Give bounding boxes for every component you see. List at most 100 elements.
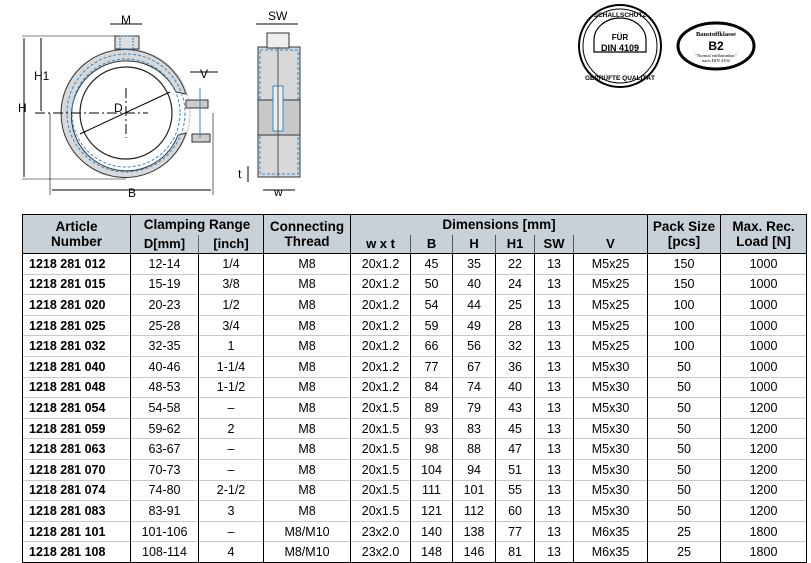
header-d-mm: D[mm] bbox=[130, 234, 199, 254]
cell-pack-size: 50 bbox=[647, 356, 722, 378]
cell-max-load: 1200 bbox=[720, 438, 808, 460]
cell-article-number: 1218 281 101 bbox=[22, 521, 131, 542]
cell-dim-sw: 13 bbox=[534, 253, 575, 275]
cell-dim-h1: 28 bbox=[495, 315, 536, 336]
cell-article-number: 1218 281 025 bbox=[22, 315, 131, 336]
cell-clamping-inch: 3 bbox=[197, 500, 265, 522]
header-b: B bbox=[410, 234, 453, 254]
svg-text:nach DIN 4102: nach DIN 4102 bbox=[702, 58, 730, 63]
cell-dim-sw: 13 bbox=[534, 294, 575, 316]
cell-dim-b: 54 bbox=[410, 294, 454, 316]
dim-label-d: D bbox=[114, 101, 123, 115]
cell-pack-size: 50 bbox=[647, 480, 722, 501]
cell-clamping-inch: 3/8 bbox=[197, 274, 265, 295]
cell-dim-h: 83 bbox=[452, 418, 497, 439]
cell-dim-b: 84 bbox=[410, 377, 454, 398]
cell-clamping-d-mm: 15-19 bbox=[130, 274, 199, 295]
cell-dim-b: 66 bbox=[410, 335, 454, 357]
cell-connecting-thread: M8 bbox=[263, 315, 352, 336]
cell-dim-wxt: 20x1.2 bbox=[350, 335, 412, 357]
cell-connecting-thread: M8 bbox=[263, 459, 352, 481]
cell-connecting-thread: M8 bbox=[263, 500, 352, 522]
cell-dim-h: 74 bbox=[452, 377, 497, 398]
cell-clamping-d-mm: 59-62 bbox=[130, 418, 199, 439]
cell-dim-sw: 13 bbox=[534, 521, 575, 542]
cell-clamping-d-mm: 12-14 bbox=[130, 253, 199, 275]
schallschutz-seal: FÜR DIN 4109 SCHALLSCHUTZ GEPRÜFTE QUALI… bbox=[578, 4, 662, 88]
cell-max-load: 1800 bbox=[720, 521, 808, 542]
cell-dim-sw: 13 bbox=[534, 418, 575, 439]
cell-dim-b: 111 bbox=[410, 480, 454, 501]
cell-dim-v: M5x25 bbox=[573, 294, 649, 316]
cell-clamping-inch: 4 bbox=[197, 541, 265, 563]
cell-dim-b: 93 bbox=[410, 418, 454, 439]
cell-article-number: 1218 281 108 bbox=[22, 541, 131, 563]
cell-dim-h: 49 bbox=[452, 315, 497, 336]
header-h: H bbox=[452, 234, 496, 254]
cell-connecting-thread: M8/M10 bbox=[263, 521, 352, 542]
cell-max-load: 1800 bbox=[720, 541, 808, 563]
header-inch: [inch] bbox=[197, 234, 265, 254]
cell-dim-b: 50 bbox=[410, 274, 454, 295]
svg-text:SCHALLSCHUTZ: SCHALLSCHUTZ bbox=[594, 12, 647, 19]
cell-max-load: 1200 bbox=[720, 397, 808, 419]
cell-dim-sw: 13 bbox=[534, 274, 575, 295]
cell-dim-wxt: 20x1.2 bbox=[350, 253, 412, 275]
cell-dim-wxt: 20x1.2 bbox=[350, 274, 412, 295]
cell-clamping-d-mm: 83-91 bbox=[130, 500, 199, 522]
cell-dim-b: 89 bbox=[410, 397, 454, 419]
cell-max-load: 1000 bbox=[720, 294, 808, 316]
cell-dim-wxt: 20x1.5 bbox=[350, 459, 412, 481]
header-sw: SW bbox=[534, 234, 574, 254]
cell-dim-v: M5x30 bbox=[573, 438, 649, 460]
cell-article-number: 1218 281 015 bbox=[22, 274, 131, 295]
cell-clamping-d-mm: 101-106 bbox=[130, 521, 199, 542]
cell-article-number: 1218 281 040 bbox=[22, 356, 131, 378]
pipe-clamp-drawing: M H1 H V D B SW t w bbox=[18, 9, 301, 200]
dim-label-h1: H1 bbox=[34, 69, 50, 83]
cell-clamping-d-mm: 74-80 bbox=[130, 480, 199, 501]
cell-clamping-inch: 1/4 bbox=[197, 253, 265, 275]
svg-text:"Normal entflammbar": "Normal entflammbar" bbox=[695, 53, 737, 58]
cell-pack-size: 150 bbox=[647, 274, 722, 295]
cell-clamping-d-mm: 32-35 bbox=[130, 335, 199, 357]
cell-connecting-thread: M8 bbox=[263, 418, 352, 439]
cell-dim-v: M5x30 bbox=[573, 480, 649, 501]
cell-dim-h1: 43 bbox=[495, 397, 536, 419]
cell-connecting-thread: M8 bbox=[263, 253, 352, 275]
cell-pack-size: 50 bbox=[647, 377, 722, 398]
cell-dim-v: M5x30 bbox=[573, 377, 649, 398]
cell-dim-h: 44 bbox=[452, 294, 497, 316]
cell-dim-h1: 60 bbox=[495, 500, 536, 522]
cell-article-number: 1218 281 059 bbox=[22, 418, 131, 439]
cell-dim-sw: 13 bbox=[534, 377, 575, 398]
svg-text:FÜR: FÜR bbox=[612, 33, 629, 42]
cell-dim-h1: 55 bbox=[495, 480, 536, 501]
svg-text:DIN 4109: DIN 4109 bbox=[601, 43, 639, 53]
cell-dim-sw: 13 bbox=[534, 500, 575, 522]
cell-article-number: 1218 281 054 bbox=[22, 397, 131, 419]
cell-dim-wxt: 20x1.5 bbox=[350, 418, 412, 439]
header-max-load: Max. Rec.Load [N] bbox=[720, 214, 808, 254]
cell-clamping-inch: 1/2 bbox=[197, 294, 265, 316]
cell-dim-sw: 13 bbox=[534, 315, 575, 336]
cell-dim-b: 45 bbox=[410, 253, 454, 275]
cell-pack-size: 50 bbox=[647, 500, 722, 522]
cell-pack-size: 50 bbox=[647, 397, 722, 419]
cell-dim-h1: 45 bbox=[495, 418, 536, 439]
dim-label-w: w bbox=[273, 185, 283, 199]
cell-dim-wxt: 23x2.0 bbox=[350, 521, 412, 542]
cell-clamping-d-mm: 25-28 bbox=[130, 315, 199, 336]
cell-dim-b: 104 bbox=[410, 459, 454, 481]
cell-dim-h: 40 bbox=[452, 274, 497, 295]
cell-dim-v: M5x25 bbox=[573, 253, 649, 275]
cell-dim-h1: 36 bbox=[495, 356, 536, 378]
cell-pack-size: 100 bbox=[647, 315, 722, 336]
cell-dim-v: M5x30 bbox=[573, 356, 649, 378]
cell-dim-wxt: 20x1.5 bbox=[350, 480, 412, 501]
cell-article-number: 1218 281 074 bbox=[22, 480, 131, 501]
